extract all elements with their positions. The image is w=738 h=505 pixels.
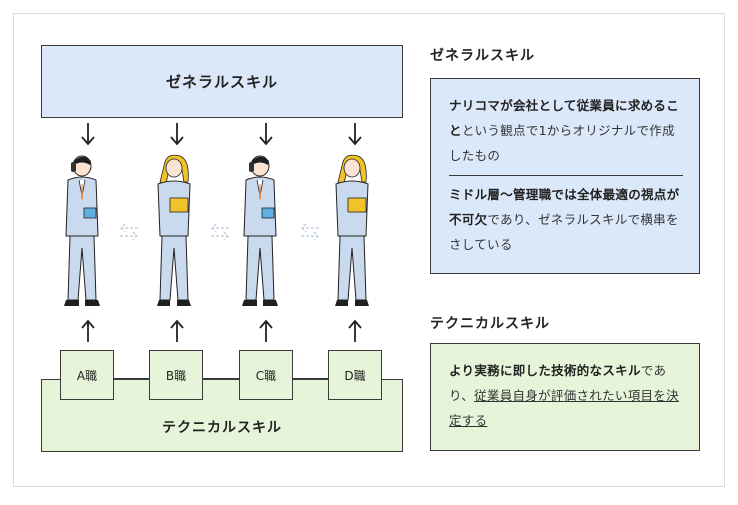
general-skill-emphasis-1: ナリコマが会社として従業員に求めること <box>449 98 680 138</box>
general-skill-description: ナリコマが会社として従業員に求めることという観点で1からオリジナルで作成したもの… <box>430 78 700 274</box>
down-arrow-icon <box>81 123 95 146</box>
job-connector-line <box>203 378 239 379</box>
general-skill-paragraph-1: ナリコマが会社として従業員に求めることという観点で1からオリジナルで作成したもの <box>449 93 683 168</box>
general-skill-text-1: という観点で1からオリジナルで作成したもの <box>449 123 675 163</box>
technical-skill-heading: テクニカルスキル <box>430 316 550 332</box>
down-arrow-icon <box>170 123 184 146</box>
job-connector-line <box>293 378 328 379</box>
technical-skill-text: であり、 <box>449 363 667 403</box>
technical-skill-emphasis: より実務に即した技術的なスキル <box>449 363 641 378</box>
job-label: A職 <box>76 368 98 383</box>
up-arrow-icon <box>170 319 184 342</box>
job-box-d: D職 <box>328 350 382 400</box>
general-skill-heading: ゼネラルスキル <box>430 48 535 64</box>
female-employee-folder-icon <box>157 154 191 306</box>
job-box-c: C職 <box>239 350 293 400</box>
up-arrow-icon <box>81 319 95 342</box>
job-connector-line <box>114 378 149 379</box>
job-label: D職 <box>344 368 366 383</box>
down-arrow-icon <box>348 123 362 146</box>
down-arrow-icon <box>259 123 273 146</box>
general-skill-emphasis-2: ミドル層〜管理職では全体最適の視点が不可欠 <box>449 187 680 227</box>
technical-skill-bar-label: テクニカルスキル <box>162 420 282 436</box>
technical-skill-underlined-text: 従業員自身が評価されたい項目を決定する <box>449 388 679 428</box>
exchange-arrows-icon <box>211 223 229 241</box>
job-label: B職 <box>165 368 187 383</box>
job-box-b: B職 <box>149 350 203 400</box>
up-arrow-icon <box>259 319 273 342</box>
job-label: C職 <box>255 368 277 383</box>
description-divider <box>449 175 683 176</box>
exchange-arrows-icon <box>301 223 319 241</box>
general-skill-text-2: であり、ゼネラルスキルで横串をさしている <box>449 212 679 252</box>
exchange-arrows-icon <box>120 223 138 241</box>
technical-skill-description: より実務に即した技術的なスキルであり、従業員自身が評価されたい項目を決定する <box>430 343 700 451</box>
male-employee-phone-icon <box>242 155 278 306</box>
general-skill-paragraph-2: ミドル層〜管理職では全体最適の視点が不可欠であり、ゼネラルスキルで横串をさしてい… <box>449 182 683 257</box>
female-employee-folder-icon <box>335 154 369 306</box>
general-skill-bar-label: ゼネラルスキル <box>165 73 278 91</box>
general-skill-bar: ゼネラルスキル <box>41 45 403 118</box>
up-arrow-icon <box>348 319 362 342</box>
job-box-a: A職 <box>60 350 114 400</box>
male-employee-phone-icon <box>64 155 100 306</box>
